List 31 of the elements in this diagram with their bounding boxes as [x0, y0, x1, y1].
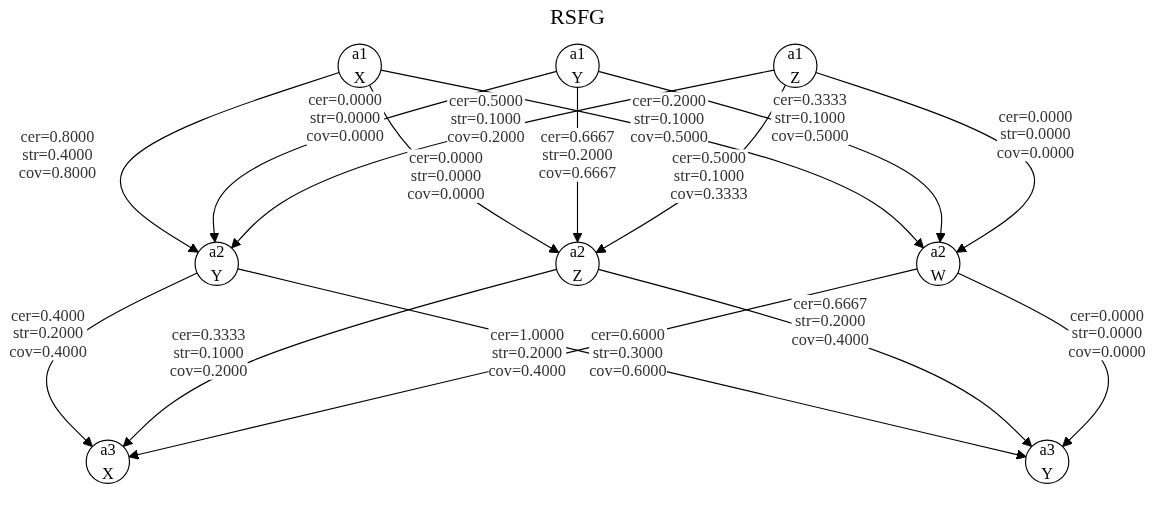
edge-label: cer=1.0000 str=0.2000 cov=0.4000 — [488, 326, 566, 380]
node-circle: a1 Y — [555, 43, 600, 88]
edge-label: cer=0.8000 str=0.4000 cov=0.8000 — [18, 128, 97, 182]
edge-label: cer=0.6000 str=0.3000 cov=0.6000 — [589, 326, 667, 380]
edge-label: cer=0.0000 str=0.0000 cov=0.0000 — [407, 149, 485, 203]
node-circle: a2 Z — [555, 241, 600, 286]
arrow — [815, 71, 1035, 253]
edge-label: cer=0.6667 str=0.2000 cov=0.4000 — [791, 294, 869, 349]
diagram-title: RSFG — [548, 3, 606, 31]
arrow — [237, 268, 1027, 460]
arrow — [120, 71, 340, 253]
node-circle: a1 Z — [773, 43, 818, 88]
arrow — [368, 84, 560, 254]
edge-label: cer=0.0000 str=0.0000 cov=0.0000 — [996, 107, 1075, 162]
node-circle: a3 X — [85, 439, 131, 484]
edge-label: cer=0.4000 str=0.2000 cov=0.4000 — [9, 306, 87, 361]
node-circle: a2 Y — [194, 241, 239, 286]
arrow — [231, 69, 775, 249]
node-circle: a3 Y — [1024, 439, 1070, 484]
edge-label: cer=0.3333 str=0.1000 cov=0.2000 — [169, 326, 248, 380]
edge-label: cer=0.2000 str=0.1000 cov=0.5000 — [630, 92, 708, 146]
edge-label: cer=0.0000 str=0.0000 cov=0.0000 — [306, 91, 384, 145]
edge-label: cer=0.3333 str=0.1000 cov=0.5000 — [771, 91, 849, 145]
node-circle: a2 W — [916, 241, 961, 286]
edge-label: cer=0.0000 str=0.0000 cov=0.0000 — [1068, 306, 1146, 361]
arrow — [380, 69, 924, 249]
arrow — [595, 84, 787, 254]
edge-label: cer=0.6667 str=0.2000 cov=0.6667 — [538, 128, 617, 182]
edge-label: cer=0.5000 str=0.1000 cov=0.3333 — [670, 149, 748, 203]
edge-label: cer=0.5000 str=0.1000 cov=0.2000 — [447, 92, 525, 146]
node-circle: a1 X — [337, 43, 382, 88]
